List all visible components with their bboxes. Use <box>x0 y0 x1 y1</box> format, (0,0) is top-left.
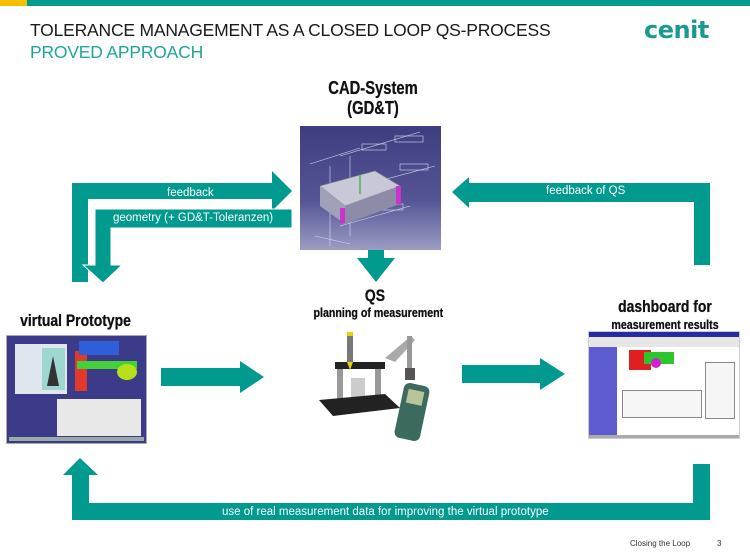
geometry-arrow <box>81 208 293 284</box>
geometry-label: geometry (+ GD&T-Toleranzen) <box>113 212 274 224</box>
cad-image <box>300 126 441 250</box>
qs-title: QS <box>364 286 386 305</box>
slide-subtitle: PROVED APPROACH <box>30 42 204 62</box>
cad-to-qs-arrow <box>357 240 395 282</box>
top-accent-bar <box>0 0 750 6</box>
slide-title: TOLERANCE MANAGEMENT AS A CLOSED LOOP QS… <box>30 20 551 40</box>
cad-title: CAD-System <box>328 78 418 98</box>
dashboard-image <box>588 331 740 439</box>
dashboard-subtitle: measurement results <box>611 317 719 332</box>
qs-subtitle: planning of measurement <box>313 305 444 320</box>
qs-to-dashboard-arrow <box>462 358 565 390</box>
cad-subtitle: (GD&T) <box>347 98 399 118</box>
cmm-machine-icon <box>319 332 430 441</box>
cenit-logo: cenit <box>644 16 709 44</box>
prototype-to-qs-arrow <box>161 361 264 393</box>
feedback-qs-label: feedback of QS <box>546 185 626 197</box>
virtual-prototype-title: virtual Prototype <box>20 311 131 330</box>
dashboard-title: dashboard for <box>618 297 712 316</box>
top-highlight-bar <box>0 0 27 6</box>
footer-section: Closing the Loop <box>630 539 691 548</box>
feedback-qs-arrow <box>452 177 710 265</box>
bottom-loop-arrow <box>63 458 710 520</box>
virtual-prototype-image <box>6 335 147 444</box>
measurement-machines-image <box>315 328 455 453</box>
feedback-label: feedback <box>167 187 214 199</box>
cad-part-icon <box>309 131 436 246</box>
bottom-loop-label: use of real measurement data for improvi… <box>222 506 549 518</box>
feedback-arrow <box>72 171 292 282</box>
page-number: 3 <box>717 539 722 548</box>
